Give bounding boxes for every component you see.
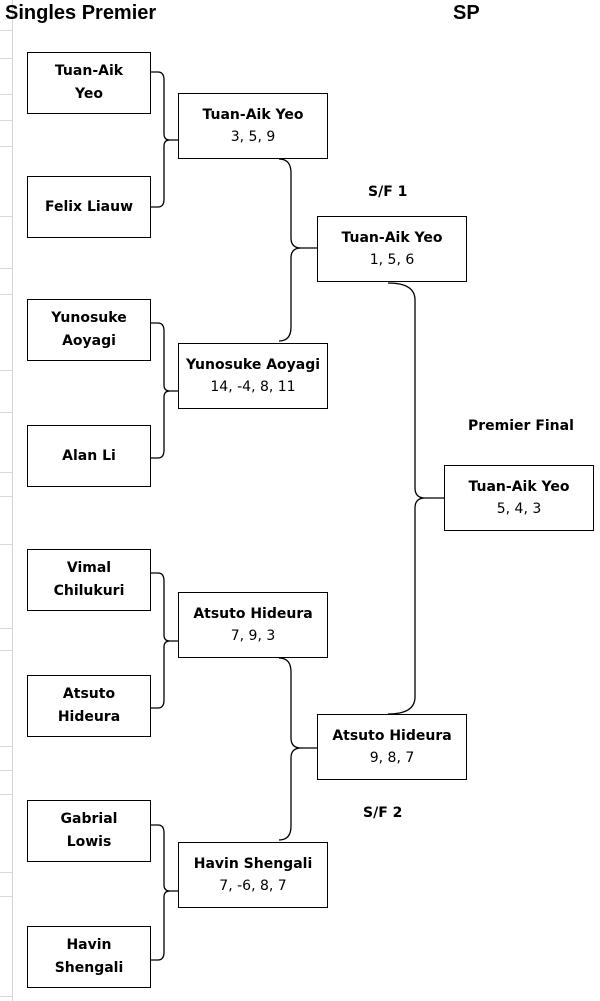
draw-title: Singles Premier xyxy=(5,2,157,24)
player-name-line2: Chilukuri xyxy=(53,583,125,599)
match-scores: 7, 9, 3 xyxy=(230,628,276,644)
player-box: Alan Li xyxy=(27,425,151,487)
bracket-qf4 xyxy=(151,824,178,961)
gridline xyxy=(0,268,12,269)
qf-winner-box: Yunosuke Aoyagi 14, -4, 8, 11 xyxy=(178,343,328,409)
player-name-line1: Havin xyxy=(66,937,112,953)
sf2-label: S/F 2 xyxy=(363,805,403,821)
draw-code: SP xyxy=(453,2,480,24)
gridline xyxy=(0,896,12,897)
player-name-line1: Yunosuke xyxy=(51,310,127,326)
gridline xyxy=(0,496,12,497)
player-name-line1: Tuan-Aik xyxy=(54,63,124,79)
sf1-label: S/F 1 xyxy=(368,184,408,200)
qf-winner-box: Atsuto Hideura 7, 9, 3 xyxy=(178,592,328,658)
winner-name: Tuan-Aik Yeo xyxy=(468,479,570,495)
gridline xyxy=(0,872,12,873)
gridline xyxy=(0,628,12,629)
winner-name: Atsuto Hideura xyxy=(332,728,452,744)
player-name-line1: Alan Li xyxy=(62,447,116,464)
match-scores: 5, 4, 3 xyxy=(496,501,542,517)
player-box: Tuan-Aik Yeo xyxy=(27,52,151,114)
gridline xyxy=(0,770,12,771)
player-box: Atsuto Hideura xyxy=(27,675,151,737)
gridline xyxy=(0,370,12,371)
gridline xyxy=(0,216,12,217)
winner-name: Tuan-Aik Yeo xyxy=(341,230,443,246)
gridline xyxy=(0,120,12,121)
player-name-line2: Hideura xyxy=(57,709,121,725)
winner-name: Yunosuke Aoyagi xyxy=(185,357,321,373)
gridline xyxy=(0,94,12,95)
gridline xyxy=(0,650,12,651)
player-name-line1: Gabrial xyxy=(60,811,118,827)
player-box: Felix Liauw xyxy=(27,176,151,238)
player-box: Vimal Chilukuri xyxy=(27,549,151,611)
gridline xyxy=(0,294,12,295)
player-box: Yunosuke Aoyagi xyxy=(27,299,151,361)
gridline xyxy=(0,146,12,147)
bracket-qf1 xyxy=(151,71,178,208)
gridline xyxy=(0,472,12,473)
bracket-qf2 xyxy=(151,322,178,459)
bracket-sf1 xyxy=(278,158,317,342)
match-scores: 9, 8, 7 xyxy=(369,750,415,766)
player-name-line2: Lowis xyxy=(66,834,112,850)
qf-winner-box: Havin Shengali 7, -6, 8, 7 xyxy=(178,842,328,908)
player-name-line2: Yeo xyxy=(75,86,103,102)
winner-name: Havin Shengali xyxy=(193,856,313,872)
row-header-gutter xyxy=(0,0,13,1001)
gridline xyxy=(0,412,12,413)
qf-winner-box: Tuan-Aik Yeo 3, 5, 9 xyxy=(178,93,328,159)
player-name-line2: Shengali xyxy=(54,960,124,976)
final-winner-box: Tuan-Aik Yeo 5, 4, 3 xyxy=(444,465,594,531)
final-label: Premier Final xyxy=(468,418,574,434)
player-name-line1: Atsuto xyxy=(62,686,116,702)
bracket-qf3 xyxy=(151,572,178,709)
match-scores: 1, 5, 6 xyxy=(369,252,415,268)
player-box: Gabrial Lowis xyxy=(27,800,151,862)
player-name-line2: Aoyagi xyxy=(62,333,116,349)
player-name-line1: Vimal xyxy=(66,560,112,576)
gridline xyxy=(0,30,12,31)
player-box: Havin Shengali xyxy=(27,926,151,988)
sf-winner-box: Atsuto Hideura 9, 8, 7 xyxy=(317,714,467,780)
gridline xyxy=(0,746,12,747)
gridline xyxy=(0,996,12,997)
match-scores: 14, -4, 8, 11 xyxy=(210,379,296,395)
gridline xyxy=(0,58,12,59)
bracket-final xyxy=(387,282,444,715)
player-name-line1: Felix Liauw xyxy=(44,198,134,215)
winner-name: Atsuto Hideura xyxy=(193,606,313,622)
bracket-sf2 xyxy=(278,657,317,841)
winner-name: Tuan-Aik Yeo xyxy=(202,107,304,123)
gridline xyxy=(0,544,12,545)
gridline xyxy=(0,794,12,795)
sf-winner-box: Tuan-Aik Yeo 1, 5, 6 xyxy=(317,216,467,282)
match-scores: 7, -6, 8, 7 xyxy=(219,878,287,894)
match-scores: 3, 5, 9 xyxy=(230,129,276,145)
